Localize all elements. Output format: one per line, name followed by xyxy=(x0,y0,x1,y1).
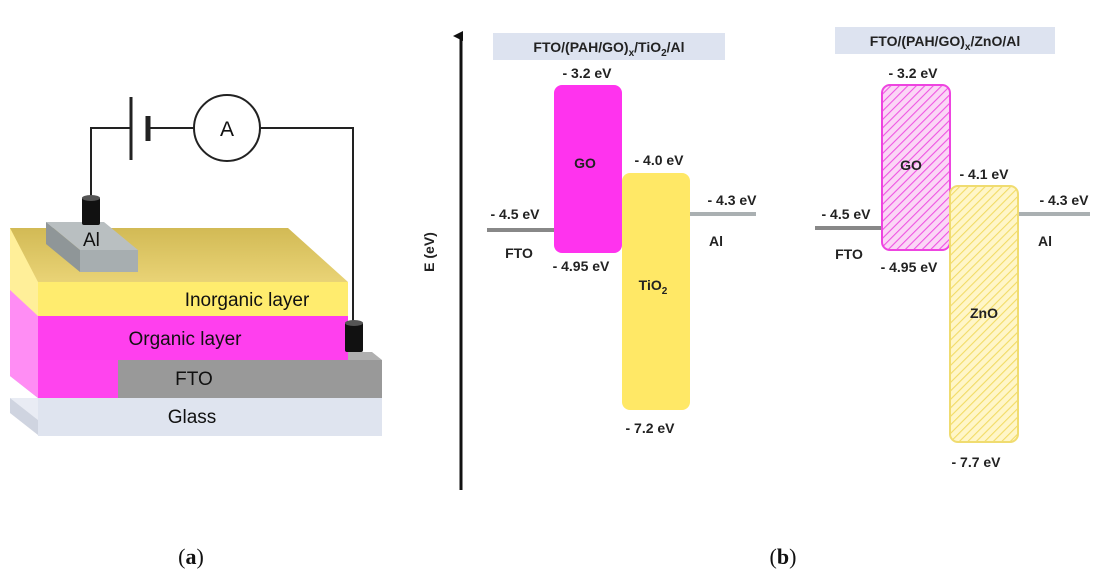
diagram1-tio2-band xyxy=(622,173,690,410)
al-pad-label: Al xyxy=(83,230,100,251)
inorganic-layer-label: Inorganic layer xyxy=(185,290,310,311)
diagram2-al-level: - 4.3 eV xyxy=(1039,192,1089,208)
diagram1-title-box xyxy=(493,33,725,60)
diagram2-zno-band xyxy=(949,185,1019,443)
energy-axis-label: E (eV) xyxy=(421,232,437,272)
diagram2-title-box xyxy=(835,27,1055,54)
diagram2-al-label: Al xyxy=(1038,233,1052,249)
glass-layer: Glass xyxy=(10,398,382,436)
circuit-wires xyxy=(90,127,354,322)
diagram2-zno-label: ZnO xyxy=(970,305,998,321)
diagram2-go-top-level: - 3.2 eV xyxy=(888,65,938,81)
diagram1-tio2-bottom-level: - 7.2 eV xyxy=(625,420,675,436)
ammeter: A xyxy=(193,94,261,162)
al-contact xyxy=(82,195,100,225)
organic-layer: Organic layer xyxy=(10,270,348,398)
diagram1-tio2-label: TiO2 xyxy=(639,277,668,297)
diagram1-go-label: GO xyxy=(574,155,596,171)
al-electrode: Al xyxy=(46,222,138,272)
fto-layer-label: FTO xyxy=(175,369,213,390)
diagram2-zno-top-level: - 4.1 eV xyxy=(959,166,1009,182)
diagram2-fto-level: - 4.5 eV xyxy=(821,206,871,222)
glass-label: Glass xyxy=(168,407,217,428)
diagram2-go-band xyxy=(881,84,951,251)
diagram2-zno-bottom-level: - 7.7 eV xyxy=(951,454,1001,470)
fto-contact xyxy=(345,320,363,352)
diagram2-go-bottom-level: - 4.95 eV xyxy=(881,259,938,275)
diagram1-go-bottom-level: - 4.95 eV xyxy=(553,258,610,274)
diagram1-tio2-top-level: - 4.0 eV xyxy=(634,152,684,168)
diagram1-go-top-level: - 3.2 eV xyxy=(562,65,612,81)
band-diagram-tio2: FTO/(PAH/GO)x/TiO2/Al - 3.2 eV GO - 4.95… xyxy=(487,33,757,436)
diagram2-go-label: GO xyxy=(900,157,922,173)
diagram2-fto-label: FTO xyxy=(835,246,863,262)
panel-a: A Glass FTO Organic layer Inorg xyxy=(10,94,382,569)
ammeter-label: A xyxy=(220,118,234,141)
caption-a: (a) xyxy=(178,544,204,569)
band-diagram-zno: FTO/(PAH/GO)x/ZnO/Al - 3.2 eV GO - 4.95 … xyxy=(815,27,1090,470)
diagram1-al-level: - 4.3 eV xyxy=(707,192,757,208)
diagram2-title: FTO/(PAH/GO)x/ZnO/Al xyxy=(870,33,1021,53)
diagram1-fto-level: - 4.5 eV xyxy=(490,206,540,222)
battery-icon xyxy=(129,97,151,160)
diagram1-fto-label: FTO xyxy=(505,245,533,261)
diagram1-al-label: Al xyxy=(709,233,723,249)
caption-b: (b) xyxy=(770,544,797,569)
diagram1-go-band xyxy=(554,85,622,253)
diagram1-title: FTO/(PAH/GO)x/TiO2/Al xyxy=(533,39,684,59)
panel-b: E (eV) FTO/(PAH/GO)x/TiO2/Al - 3.2 eV GO… xyxy=(421,27,1090,569)
organic-layer-label: Organic layer xyxy=(129,329,243,350)
